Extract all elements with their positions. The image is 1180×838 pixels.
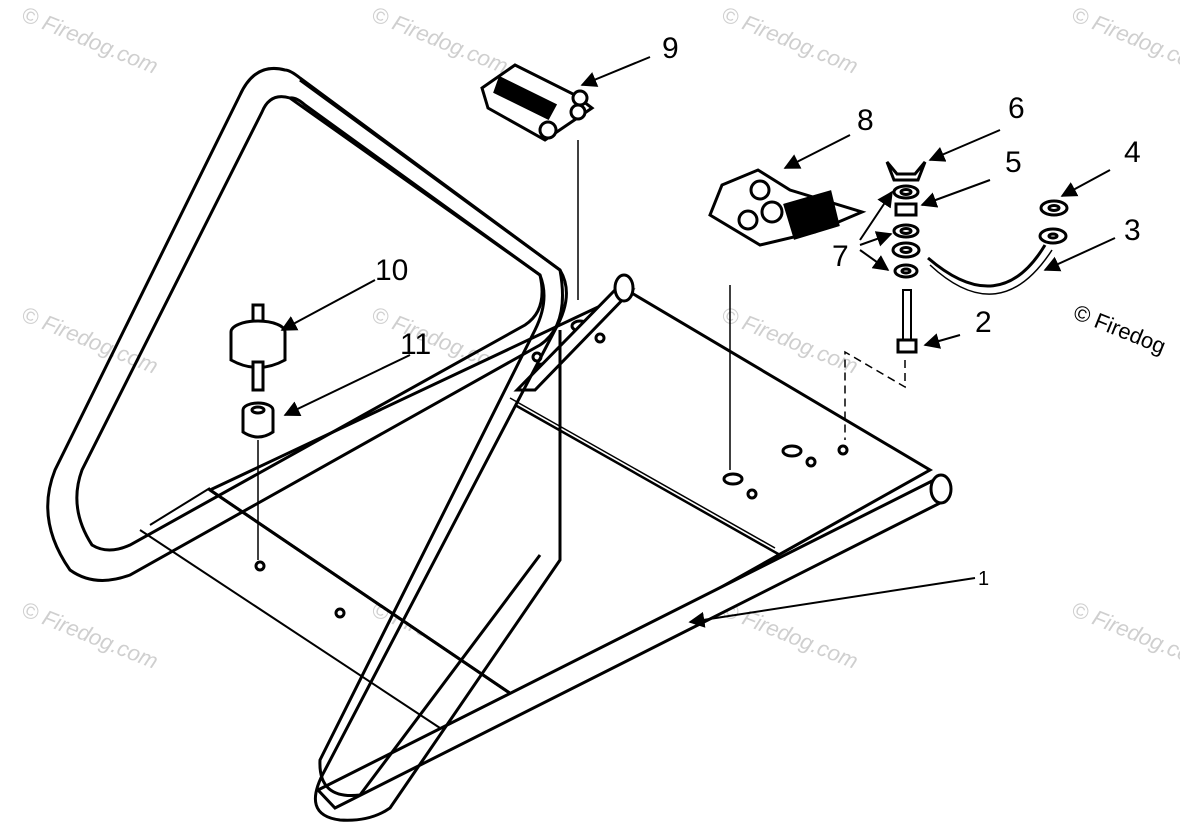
callout-8: 8	[857, 104, 874, 137]
callout-10: 10	[375, 254, 408, 287]
leader-lines	[280, 56, 1116, 628]
watermark: © Firedog.com	[18, 1, 161, 78]
hardware-stack	[885, 161, 927, 354]
spacer	[241, 401, 275, 560]
callout-11: 11	[400, 328, 431, 361]
callout-6: 6	[1008, 92, 1025, 125]
callout-2: 2	[975, 306, 992, 339]
callout-5: 5	[1005, 146, 1022, 179]
mounting-bracket-8	[708, 168, 867, 470]
watermark: © Firedog.com	[18, 596, 161, 673]
ground-strap	[927, 227, 1068, 295]
callout-4: 4	[1124, 136, 1141, 169]
callout-9: 9	[662, 32, 679, 65]
vibration-mount	[229, 303, 287, 392]
copyright-label: © Firedog	[1070, 299, 1169, 358]
base-plate	[139, 290, 934, 729]
watermark: © Firedog.com	[1068, 596, 1180, 673]
mounting-bracket-9	[480, 63, 595, 300]
watermark: © Firedog.com	[1068, 1, 1180, 78]
star-washer	[1039, 199, 1069, 217]
watermark: © Firedog.com	[18, 301, 161, 378]
callout-3: 3	[1124, 214, 1141, 247]
tubular-frame	[46, 67, 568, 822]
callout-7: 7	[832, 240, 849, 273]
watermark: © Firedog.com	[718, 596, 861, 673]
callout-1: 1	[978, 568, 989, 590]
bolt-path	[844, 350, 906, 440]
rear-tube	[513, 273, 636, 392]
front-tube	[315, 473, 953, 810]
watermark: © Firedog.com	[368, 1, 511, 78]
watermark: © Firedog.com	[718, 1, 861, 78]
